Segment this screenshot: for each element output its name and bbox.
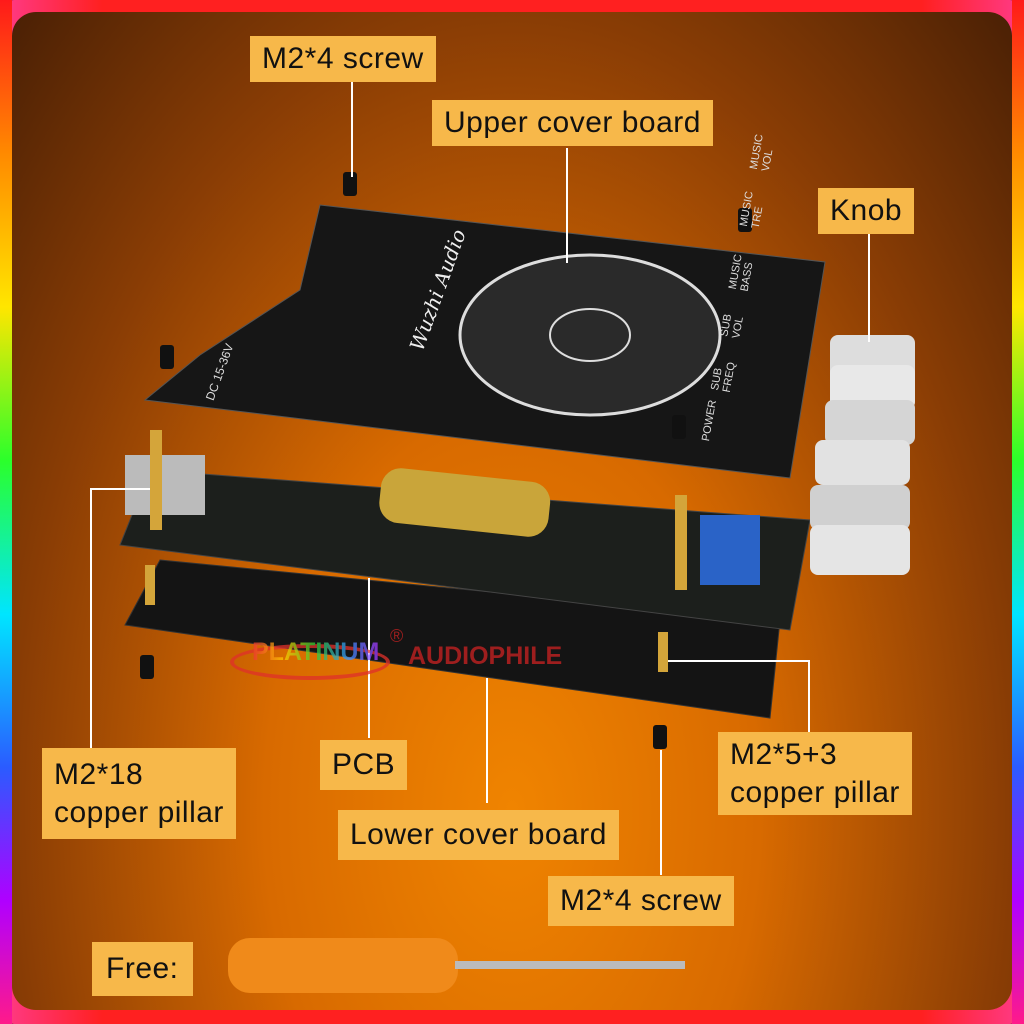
label-line-1: M2*5+3 — [730, 738, 838, 771]
usb-port — [125, 455, 205, 515]
label-pcb: PCB — [320, 740, 408, 790]
screw — [343, 172, 357, 196]
leader-line — [668, 660, 810, 662]
rainbow-border-right — [1012, 0, 1024, 1024]
screw — [653, 725, 667, 749]
watermark-platinum: PLATINUM — [252, 638, 380, 666]
screwdriver-handle — [228, 938, 458, 993]
label-m2-18-pillar: M2*18 copper pillar — [42, 748, 236, 839]
screwdriver-shaft — [455, 961, 685, 969]
leader-line — [486, 678, 488, 803]
label-screw-bottom: M2*4 screw — [548, 876, 734, 926]
speaker-grille — [458, 253, 722, 417]
label-upper-cover: Upper cover board — [432, 100, 713, 146]
leader-line — [868, 232, 870, 342]
copper-pillar-18 — [150, 430, 162, 530]
capacitor — [379, 468, 551, 537]
leader-line — [90, 488, 150, 490]
copper-pillar-5-3-left — [145, 565, 155, 605]
label-lower-cover: Lower cover board — [338, 810, 619, 860]
label-m2-5-3-pillar: M2*5+3 copper pillar — [718, 732, 912, 815]
leader-line — [566, 148, 568, 263]
screw — [160, 345, 174, 369]
screw — [672, 415, 686, 439]
label-line-2: copper pillar — [730, 775, 900, 809]
screw — [738, 208, 752, 232]
label-line-2: copper pillar — [54, 795, 224, 829]
label-knob: Knob — [818, 188, 915, 234]
label-line-1: M2*18 — [54, 758, 144, 791]
watermark-registered: ® — [390, 626, 404, 646]
leader-line — [660, 750, 662, 875]
label-screw-top: M2*4 screw — [250, 36, 436, 82]
screw — [140, 655, 154, 679]
terminal-block — [700, 515, 760, 585]
watermark-audiophile: AUDIOPHILE — [408, 642, 563, 670]
leader-line — [90, 488, 92, 748]
rainbow-border-left — [0, 0, 12, 1024]
knobs — [810, 335, 915, 575]
label-free: Free: — [92, 942, 193, 996]
leader-line — [351, 82, 353, 177]
copper-pillar-5-3-right — [658, 632, 668, 672]
pcb-board — [119, 469, 811, 631]
leader-line — [808, 660, 810, 735]
copper-pillar-18-right — [675, 495, 687, 590]
